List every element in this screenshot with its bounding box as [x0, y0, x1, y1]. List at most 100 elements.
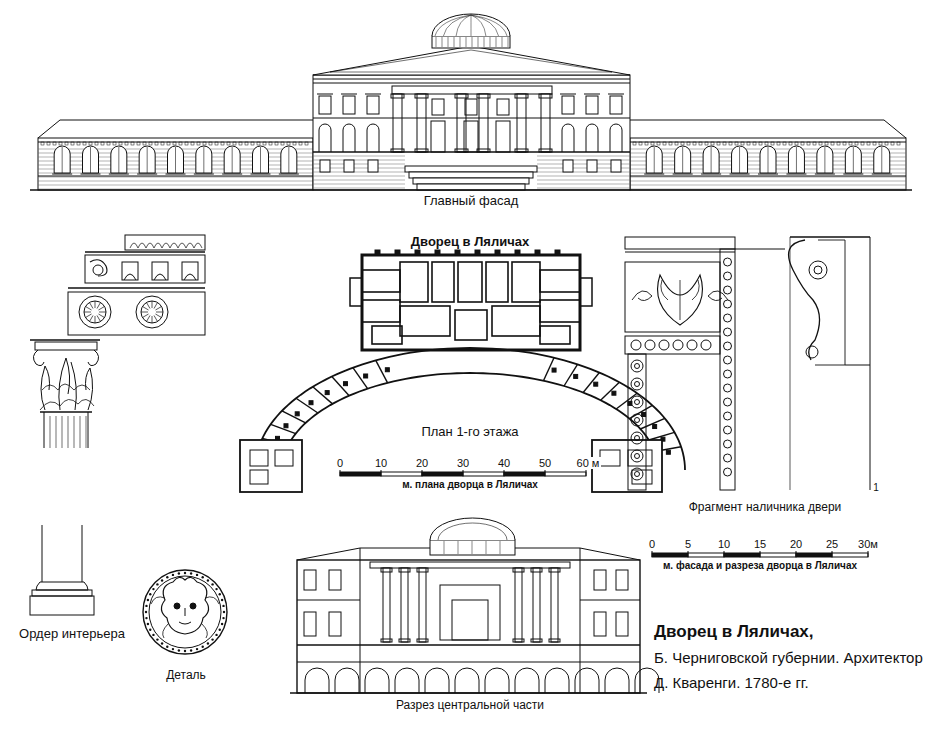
line-work	[211, 583, 213, 585]
line-work	[313, 184, 405, 185]
line-work	[184, 274, 196, 280]
line-work	[625, 252, 735, 253]
line-work	[313, 180, 405, 181]
line-work	[631, 340, 641, 350]
line-work	[47, 142, 50, 145]
line-work	[152, 262, 168, 280]
line-work	[631, 468, 643, 480]
line-work	[673, 340, 683, 350]
view-title: Деталь	[164, 669, 208, 683]
line-work	[68, 416, 69, 448]
line-work	[271, 424, 296, 433]
line-work	[313, 151, 630, 152]
line-work	[151, 597, 219, 638]
line-work	[508, 37, 509, 47]
line-work	[288, 147, 289, 173]
line-work	[630, 120, 906, 138]
line-work	[185, 142, 188, 145]
line-work	[194, 174, 214, 175]
line-work	[422, 472, 463, 476]
line-work	[484, 37, 485, 47]
line-work	[227, 142, 230, 145]
line-work	[295, 412, 299, 416]
line-work	[178, 649, 180, 651]
line-work	[287, 142, 290, 145]
line-work	[381, 470, 382, 476]
line-work	[549, 639, 560, 642]
line-work	[97, 302, 101, 308]
line-work	[85, 251, 205, 253]
line-work	[635, 382, 640, 387]
line-work	[166, 174, 186, 175]
line-work	[95, 142, 98, 145]
line-work	[452, 600, 488, 640]
line-work	[724, 553, 760, 557]
line-work	[297, 661, 640, 662]
line-work	[38, 185, 313, 186]
line-work	[385, 368, 389, 372]
line-work	[458, 541, 459, 554]
line-work	[313, 79, 630, 80]
line-work	[758, 174, 778, 175]
line-work	[173, 142, 176, 145]
line-work	[724, 440, 732, 448]
line-work	[156, 312, 163, 313]
line-work	[221, 599, 223, 601]
line-work	[152, 301, 153, 308]
line-work	[422, 470, 423, 476]
line-work	[438, 523, 507, 540]
line-work	[817, 146, 833, 173]
line-work	[84, 301, 106, 323]
line-work	[341, 94, 357, 95]
line-work	[250, 470, 268, 484]
line-work	[30, 189, 912, 191]
line-work	[365, 94, 381, 95]
line-work	[145, 617, 147, 619]
line-work	[768, 147, 769, 173]
line-work	[504, 472, 545, 476]
line-work	[381, 568, 392, 572]
line-work	[260, 147, 261, 173]
line-work	[432, 36, 510, 48]
line-work	[463, 472, 504, 476]
line-work	[630, 138, 906, 190]
line-work	[161, 577, 208, 634]
line-work	[202, 646, 204, 648]
scale-number: 20	[414, 457, 430, 470]
line-work	[38, 177, 313, 178]
line-work	[85, 255, 205, 283]
line-work	[203, 142, 206, 145]
line-work	[435, 15, 471, 36]
line-work	[381, 639, 392, 642]
line-work	[458, 262, 482, 302]
line-work	[147, 623, 149, 625]
line-work	[533, 568, 540, 642]
line-work	[631, 360, 643, 372]
line-work	[832, 551, 833, 557]
line-work	[630, 181, 906, 182]
line-work	[872, 174, 892, 175]
line-work	[688, 551, 689, 557]
line-work	[760, 146, 776, 173]
scale-number: 25	[824, 538, 840, 551]
line-work	[661, 280, 699, 320]
line-work	[813, 142, 816, 145]
line-work	[479, 94, 488, 152]
line-work	[430, 518, 515, 540]
line-work	[219, 629, 221, 631]
line-work	[172, 648, 174, 650]
line-work	[471, 15, 472, 36]
line-work	[370, 562, 570, 568]
line-work	[95, 301, 96, 308]
line-work	[56, 416, 57, 448]
line-work	[179, 608, 191, 624]
line-work	[630, 185, 906, 186]
line-work	[190, 572, 192, 574]
line-work	[166, 646, 168, 648]
line-work	[172, 574, 174, 576]
line-work	[789, 142, 792, 145]
line-work	[531, 639, 542, 642]
line-work	[635, 400, 640, 405]
line-work	[440, 585, 500, 640]
line-work	[432, 262, 454, 302]
